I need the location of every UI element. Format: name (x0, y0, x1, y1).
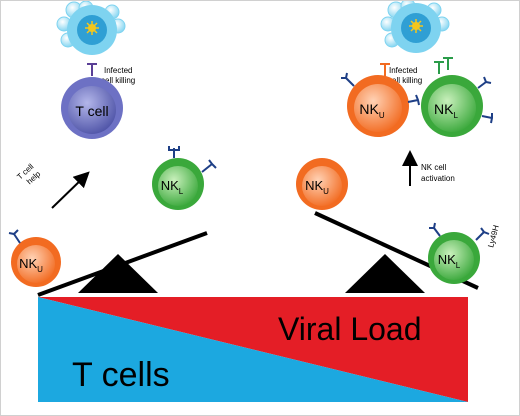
ly49h-receptor-icon (8, 229, 21, 244)
left-nk-unlicensed-cell: NKU (8, 229, 61, 287)
left-infected-cell (56, 0, 126, 55)
ly49h-receptor-icon (168, 146, 217, 173)
left-balance (37, 231, 208, 297)
green-receptor-icons (434, 57, 453, 74)
nk-activation-label-2: activation (421, 174, 455, 183)
orange-receptor-icon (380, 63, 390, 76)
virus-icon (409, 19, 423, 33)
left-infected-label-1: Infected (104, 66, 132, 75)
left-fulcrum (78, 254, 158, 293)
ly49h-receptor-icon (477, 76, 493, 124)
ly49h-receptor-icon (429, 222, 490, 241)
ly49h-receptor-icon (341, 72, 420, 106)
right-infected-cell (380, 0, 450, 53)
left-nk-licensed-label: NKL (161, 178, 184, 196)
left-infected-label-2: cell killing (101, 76, 135, 85)
right-fulcrum (345, 254, 425, 293)
t-cell-help-label: T cell help (15, 161, 43, 189)
t-cells-label: T cells (72, 356, 170, 394)
right-nk-licensed-top-label: NKL (434, 101, 458, 120)
right-nk-licensed-top-cell: NKL (421, 75, 493, 137)
right-infected-label-1: Infected (389, 66, 417, 75)
left-nk-unlicensed-label: NKU (19, 256, 43, 274)
right-nk-licensed-bottom-cell: NKL (428, 222, 490, 284)
right-nk-unlicensed-top-label: NKU (359, 101, 384, 120)
viral-load-label: Viral Load (278, 311, 422, 347)
t-cell-help-arrow (51, 171, 90, 209)
t-cell-label: T cell (75, 103, 108, 119)
t-cell: T cell (61, 77, 123, 139)
nk-activation-label-1: NK cell (421, 163, 447, 172)
right-infected-label-2: cell killing (388, 76, 422, 85)
t-cells-region (38, 297, 468, 402)
right-nk-licensed-bottom-label: NKL (438, 252, 461, 270)
right-nk-unlicensed-mid-label: NKU (305, 178, 329, 196)
right-nk-unlicensed-mid-cell: NKU (296, 158, 348, 210)
right-nk-unlicensed-top-cell: NKU (341, 72, 420, 137)
ly49h-label: Ly49H (486, 224, 501, 249)
t-cell-receptor-icon (87, 63, 97, 76)
virus-icon (85, 21, 99, 35)
load-bar: Viral Load T cells (38, 297, 468, 402)
left-nk-licensed-cell: NKL (152, 146, 217, 210)
